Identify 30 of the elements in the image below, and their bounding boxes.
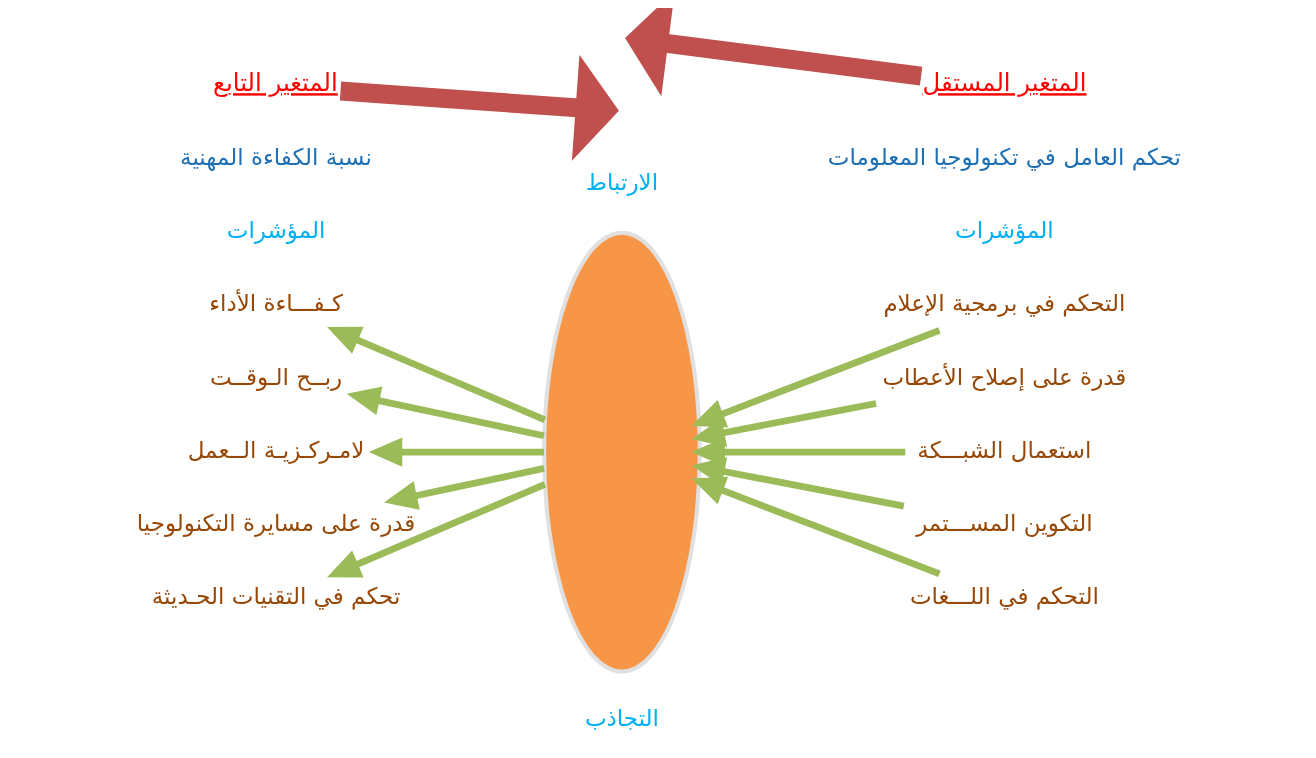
node-text: التحكم في برمجية الإعلام [882, 290, 1125, 317]
arrow [691, 476, 941, 577]
arrow [339, 54, 619, 161]
label: المؤشرات [954, 217, 1054, 244]
arrow [326, 326, 546, 423]
arrow [346, 386, 545, 440]
node-text: قدرة على مسايرة التكنولوجيا [136, 509, 415, 536]
node-text: التحكم في اللـــغات [909, 582, 1099, 609]
arrow [690, 400, 877, 448]
label: التجاذب [584, 704, 659, 731]
node-text: التكوين المســـتمر [915, 509, 1093, 536]
node-text: ربــح الـوقــت [209, 363, 342, 390]
label: نسبة الكفاءة المهنية [179, 144, 372, 171]
node-text: المتغير التابع [212, 68, 338, 98]
arrow [691, 457, 904, 510]
node-text: قدرة على إصلاح الأعطاب [881, 363, 1126, 390]
arrow [383, 465, 545, 510]
node-ellipse [541, 230, 702, 674]
arrow [326, 481, 546, 578]
node-text: لامـركـزيـة الــعمل [187, 436, 364, 463]
label: تحكم العامل في تكنولوجيا المعلومات [827, 144, 1181, 171]
node-text: كـفـــاءة الأداء [208, 290, 343, 317]
arrow [624, 8, 922, 97]
node-text: استعمال الشبـــكة [916, 436, 1091, 463]
arrow [368, 437, 544, 467]
node-text: المتغير المستقل [922, 68, 1087, 98]
label: الارتباط [585, 168, 658, 195]
node-text: تحكم في التقنيات الحـديثة [151, 582, 400, 609]
arrow [691, 327, 941, 428]
label: المؤشرات [226, 217, 325, 244]
